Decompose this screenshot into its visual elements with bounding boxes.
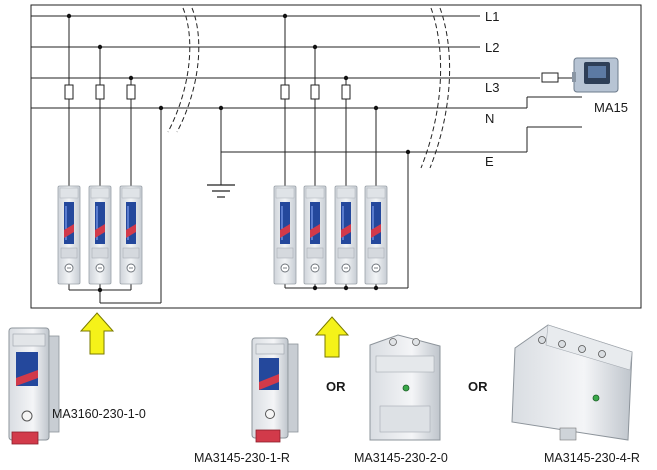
fuse-left-1 — [64, 84, 74, 100]
spd-module-right-2 — [303, 185, 327, 285]
product-label-3: MA3145-230-2-0 — [354, 451, 448, 465]
arrow-up-icon-right — [314, 316, 350, 358]
break-marks — [167, 7, 451, 169]
spd-module-left-1 — [57, 185, 81, 285]
spd-module-right-3 — [334, 185, 358, 285]
fuse-right-2 — [310, 84, 320, 100]
spd-module-right-4 — [364, 185, 388, 285]
arrow-up-icon-left — [79, 312, 115, 355]
ma15-fuse — [541, 72, 559, 83]
product-label-1: MA3160-230-1-0 — [52, 407, 146, 421]
ground-icon — [207, 184, 235, 198]
label-l2: L2 — [485, 40, 499, 55]
left-group-wiring — [68, 16, 162, 304]
label-l3: L3 — [485, 80, 499, 95]
fuse-left-2 — [95, 84, 105, 100]
spd-module-left-3 — [119, 185, 143, 285]
or-label-2: OR — [468, 379, 488, 394]
spd-module-right-1 — [273, 185, 297, 285]
product-image-ma3145-230-1-r — [251, 337, 299, 443]
spd-module-left-2 — [88, 185, 112, 285]
fuse-left-3 — [126, 84, 136, 100]
diagram-frame — [30, 4, 642, 309]
fuse-right-3 — [341, 84, 351, 100]
product-image-ma3145-230-4-r — [511, 324, 633, 441]
or-label-1: OR — [326, 379, 346, 394]
label-e: E — [485, 154, 494, 169]
label-n: N — [485, 111, 494, 126]
product-label-2: MA3145-230-1-R — [194, 451, 290, 465]
product-image-ma3160-230-1-0 — [8, 327, 60, 445]
label-l1: L1 — [485, 9, 499, 24]
ma15-device-icon — [572, 57, 619, 93]
product-label-4: MA3145-230-4-R — [544, 451, 640, 465]
ma15-label: MA15 — [594, 100, 628, 115]
product-image-ma3145-230-2-0 — [369, 334, 441, 441]
fuse-right-1 — [280, 84, 290, 100]
